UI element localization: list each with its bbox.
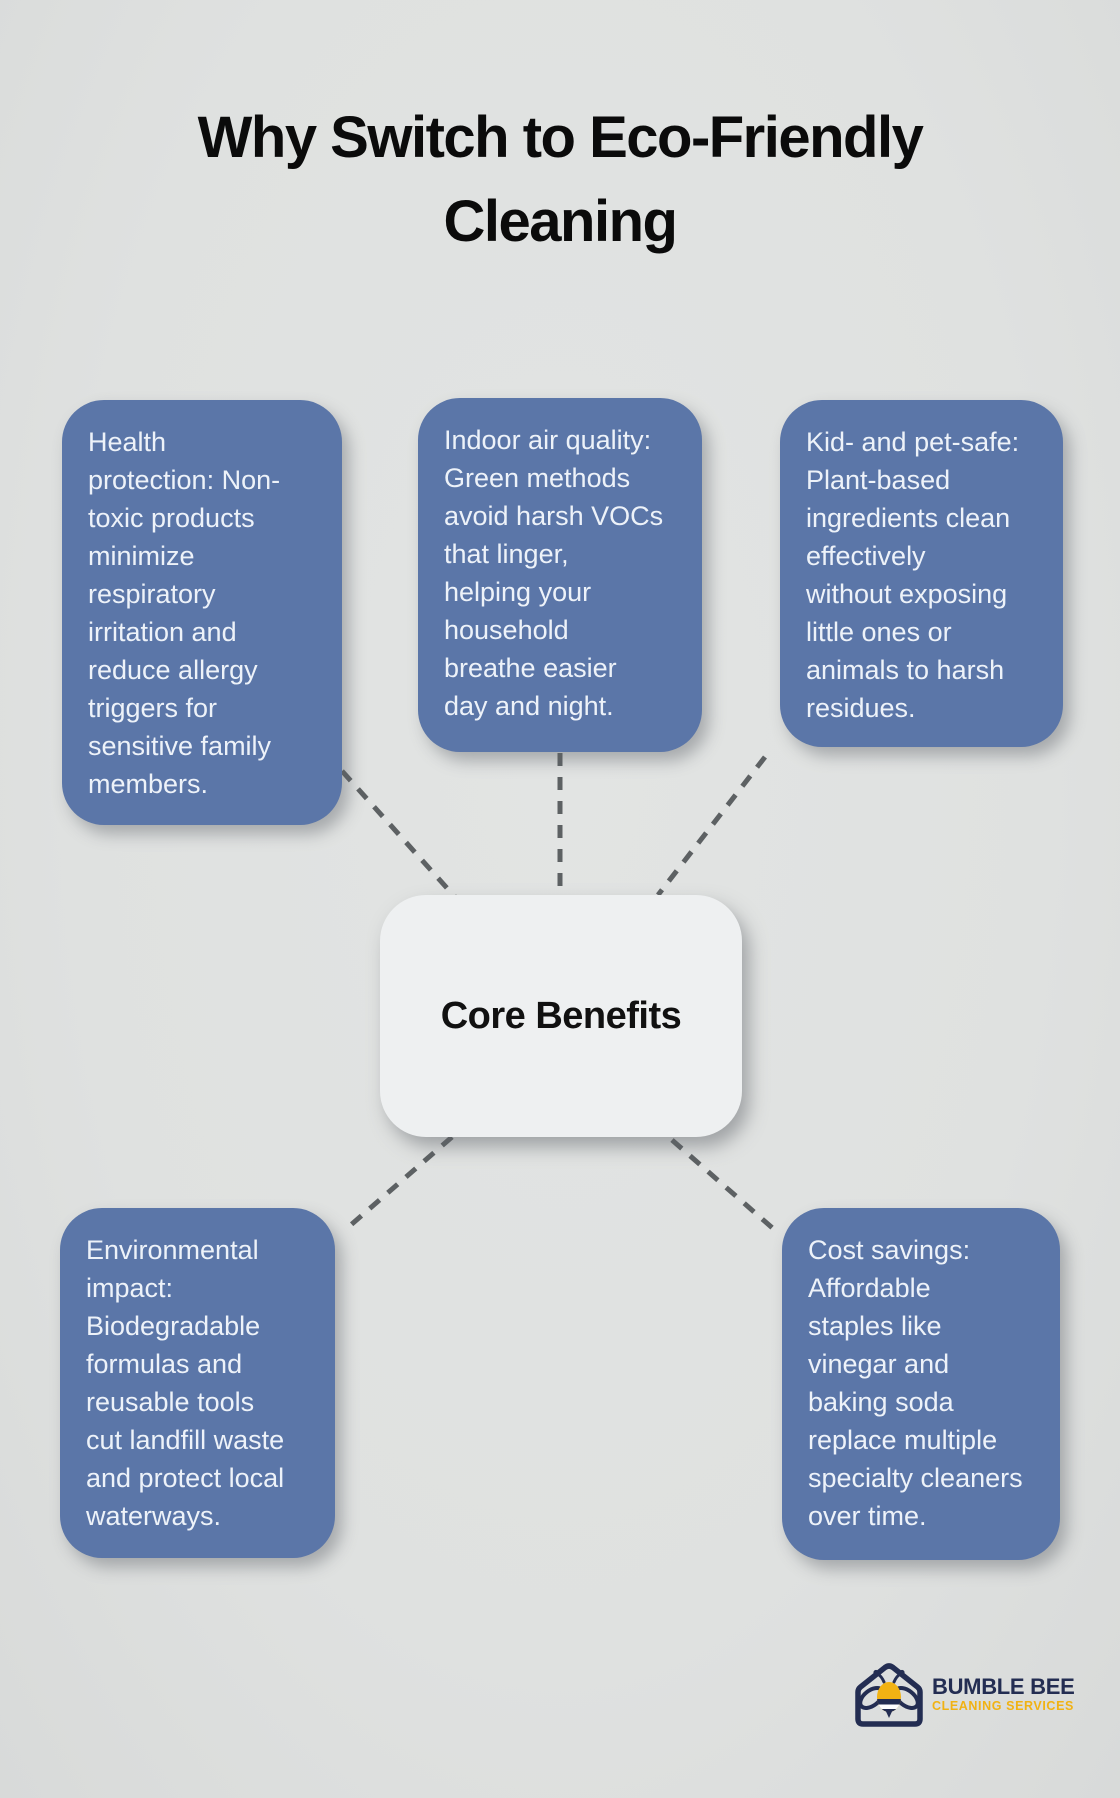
connector-petsafe-to-core xyxy=(656,755,767,897)
core-benefits-node: Core Benefits xyxy=(380,895,742,1137)
page-title: Why Switch to Eco-Friendly Cleaning xyxy=(197,105,924,254)
connector-core-to-cost xyxy=(670,1138,779,1234)
benefit-card-indoor-air-quality: Indoor air quality: Green methods avoid … xyxy=(418,398,702,752)
benefit-card-cost-savings: Cost savings: Affordable staples like vi… xyxy=(782,1208,1060,1560)
benefit-text: Environmental impact: Biodegradable form… xyxy=(86,1235,285,1531)
benefit-text: Cost savings: Affordable staples like vi… xyxy=(808,1235,1023,1531)
benefit-text: Kid- and pet-safe: Plant-based ingredien… xyxy=(806,427,1020,723)
brand-logo: BUMBLE BEE CLEANING SERVICES xyxy=(850,1658,1075,1730)
brand-name: BUMBLE BEE xyxy=(932,1673,1075,1699)
benefit-card-environmental-impact: Environmental impact: Biodegradable form… xyxy=(60,1208,335,1558)
connector-core-to-environment xyxy=(343,1135,454,1232)
connector-health-to-core xyxy=(340,769,457,899)
core-benefits-label: Core Benefits xyxy=(440,994,682,1037)
benefit-card-kid-and-pet-safe: Kid- and pet-safe: Plant-based ingredien… xyxy=(780,400,1063,747)
brand-logo-text: BUMBLE BEE CLEANING SERVICES xyxy=(932,1673,1075,1714)
benefit-text: Indoor air quality: Green methods avoid … xyxy=(444,425,664,721)
brand-tagline: CLEANING SERVICES xyxy=(932,1698,1074,1713)
benefit-text: Health protection: Non- toxic products m… xyxy=(88,427,281,799)
benefit-card-health-protection: Health protection: Non- toxic products m… xyxy=(62,400,342,825)
bee-house-icon xyxy=(855,1663,923,1727)
